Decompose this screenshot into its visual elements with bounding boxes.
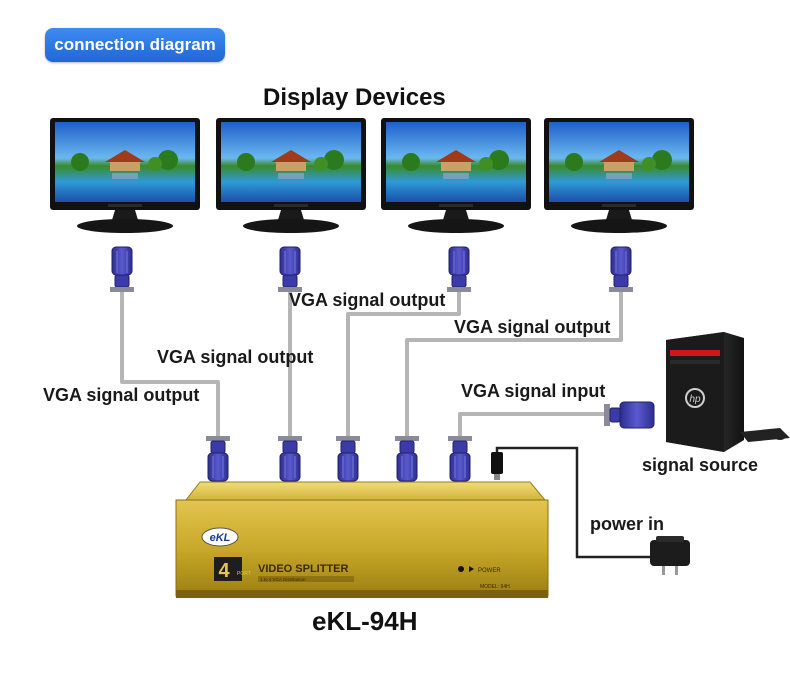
video-splitter-device: eKL 4 PORT VIDEO SPLITTER 1 to 4 VGA Dis… <box>175 481 549 598</box>
pc-tower-icon: hp <box>666 332 744 452</box>
model-name: eKL-94H <box>312 606 418 636</box>
cable-1 <box>120 290 220 440</box>
monitor-3 <box>381 118 531 233</box>
monitor-connectors <box>109 246 634 293</box>
device-logo: eKL <box>210 532 231 544</box>
vga-connector-icon <box>109 246 135 293</box>
svg-text:hp: hp <box>689 394 701 405</box>
vga-connector-icon <box>277 246 303 293</box>
label-vga-output-2: VGA signal output <box>157 347 314 367</box>
device-name: VIDEO SPLITTER <box>258 563 349 575</box>
label-signal-source: signal source <box>642 455 759 475</box>
vga-connector-icon <box>608 246 634 293</box>
diagram-title: Display Devices <box>263 84 446 111</box>
device-port-word: PORT <box>237 571 251 577</box>
label-vga-output-1: VGA signal output <box>43 385 200 405</box>
connection-diagram-badge: connection diagram <box>45 28 225 62</box>
cable-4 <box>405 290 623 440</box>
input-connector-icon <box>604 401 655 429</box>
label-vga-output-3: VGA signal output <box>289 290 446 310</box>
vga-connector-icon <box>394 435 420 482</box>
label-vga-input: VGA signal input <box>461 381 606 401</box>
dc-jack-icon <box>491 452 503 480</box>
display-devices <box>50 118 694 233</box>
monitor-1 <box>50 118 200 233</box>
monitor-4 <box>544 118 694 233</box>
mouse-icon <box>774 432 786 440</box>
vga-connector-icon <box>447 435 473 482</box>
vga-connector-icon <box>277 435 303 482</box>
cable-input <box>458 412 606 440</box>
power-adapter-icon <box>650 536 690 575</box>
label-power-in: power in <box>590 514 665 534</box>
vga-cables <box>120 290 623 440</box>
label-vga-output-4: VGA signal output <box>454 317 611 337</box>
vga-connector-icon <box>446 246 472 293</box>
monitor-2 <box>216 118 366 233</box>
device-power-label: POWER <box>478 568 501 574</box>
device-subtext: 1 to 4 VGA Distribution <box>260 577 306 582</box>
cable-3 <box>346 290 461 440</box>
vga-connector-icon <box>335 435 361 482</box>
splitter-connectors <box>205 435 473 482</box>
vga-connector-icon <box>205 435 231 482</box>
device-model-plate: MODEL: 94H <box>480 584 510 590</box>
device-port-count: 4 <box>218 560 230 582</box>
